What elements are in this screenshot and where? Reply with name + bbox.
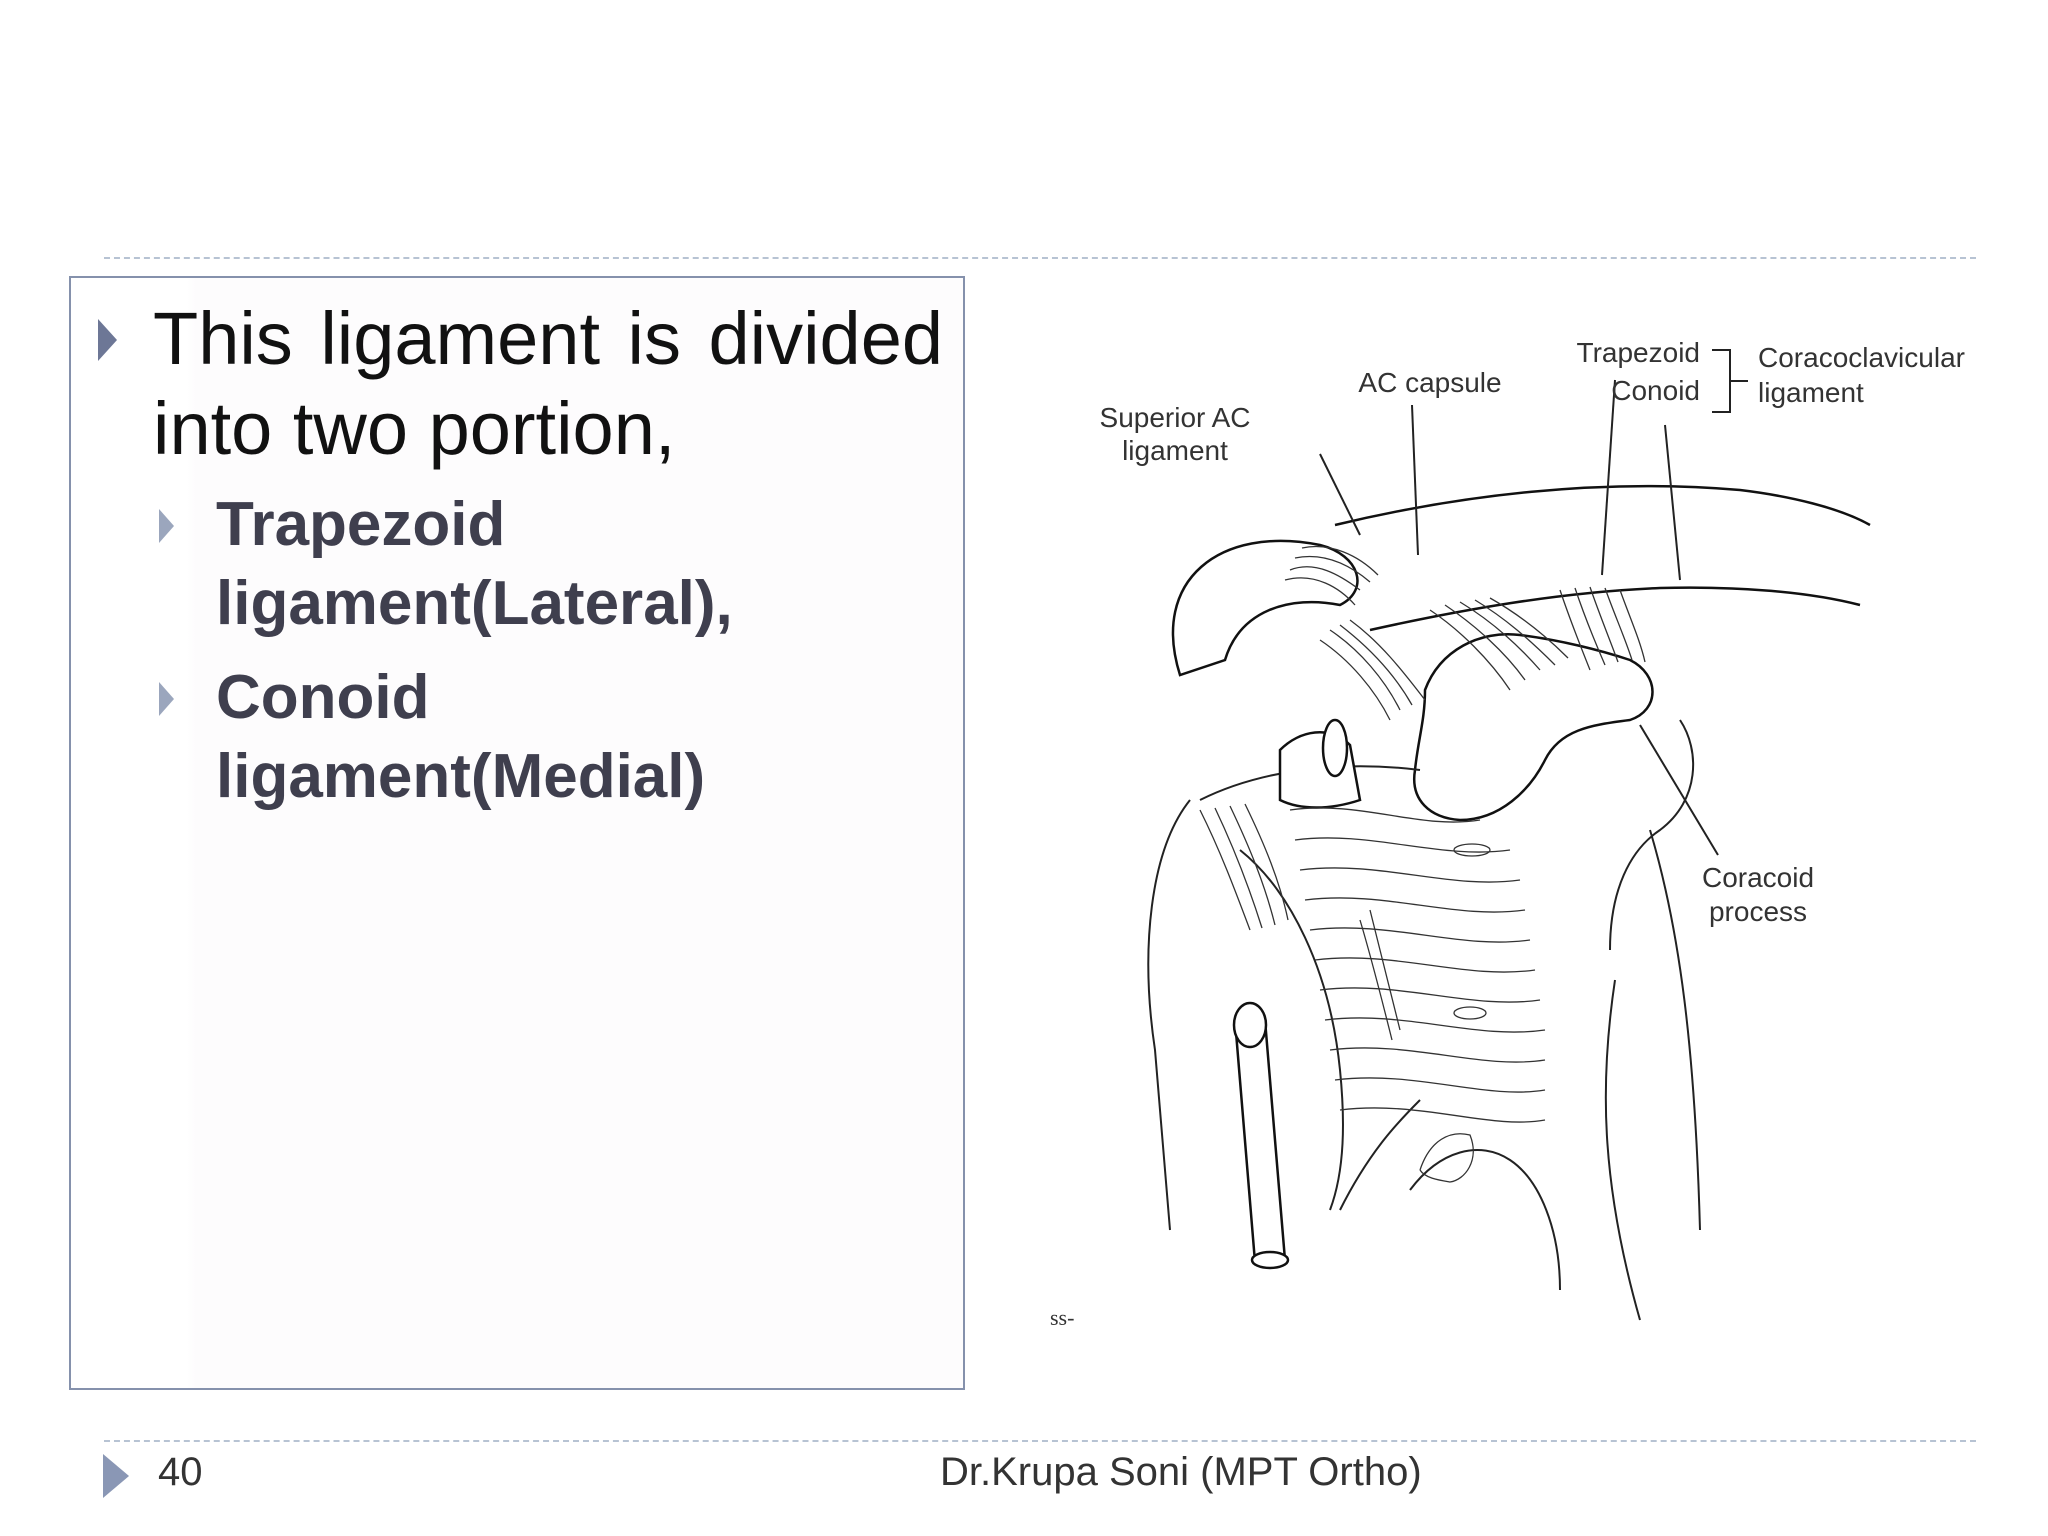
label-superior-ac-line2: ligament xyxy=(1122,435,1228,466)
footer-arrow-icon xyxy=(103,1454,129,1498)
label-ac-capsule: AC capsule xyxy=(1358,367,1501,398)
label-trapezoid: Trapezoid xyxy=(1577,337,1700,368)
label-coracoclavicular-line1: Coracoclavicular xyxy=(1758,342,1965,373)
illustrator-signature: ss- xyxy=(1050,1305,1074,1330)
leader-ac-capsule xyxy=(1411,404,1419,556)
page-number: 40 xyxy=(158,1450,203,1494)
sub-bullet-arrow-icon xyxy=(159,682,174,716)
sub-bullet-arrow-icon xyxy=(159,509,174,543)
scapula-outline xyxy=(1147,799,1191,1231)
sub-bullet-conoid: Conoid ligament(Medial) xyxy=(216,663,706,811)
sub-bullet-trapezoid: Trapezoid ligament(Lateral), xyxy=(216,490,733,638)
content-textbox[interactable]: This ligament is divided into two portio… xyxy=(69,276,965,1390)
shoulder-ligament-illustration: Superior AC ligament AC capsule Trapezoi… xyxy=(1050,337,1965,1330)
label-conoid: Conoid xyxy=(1611,375,1700,406)
biceps-tendon xyxy=(1233,1018,1287,1264)
main-bullet-text: This ligament is divided into two portio… xyxy=(153,297,943,470)
bullet-arrow-icon xyxy=(98,319,117,361)
label-coracoclavicular-line2: ligament xyxy=(1758,377,1864,408)
scapula-border xyxy=(1604,719,1701,1321)
label-coracoid-line1: Coracoid xyxy=(1702,862,1814,893)
coracoclavicular-bracket xyxy=(1712,349,1748,413)
leader-trapezoid xyxy=(1601,379,1616,576)
coracoid-process-outline xyxy=(1412,633,1654,822)
top-divider xyxy=(104,257,1976,259)
acromion-outline xyxy=(1171,539,1359,677)
ligament-fibers xyxy=(1199,545,1646,1183)
humeral-head-outline xyxy=(1199,765,1421,1211)
footer-author: Dr.Krupa Soni (MPT Ortho) xyxy=(940,1450,1422,1494)
leader-coracoid xyxy=(1639,724,1719,856)
leader-conoid xyxy=(1664,424,1681,581)
label-coracoid-line2: process xyxy=(1709,896,1807,927)
label-superior-ac-line1: Superior AC xyxy=(1100,402,1251,433)
bottom-divider xyxy=(104,1440,1976,1442)
leader-superior-ac xyxy=(1319,453,1361,536)
